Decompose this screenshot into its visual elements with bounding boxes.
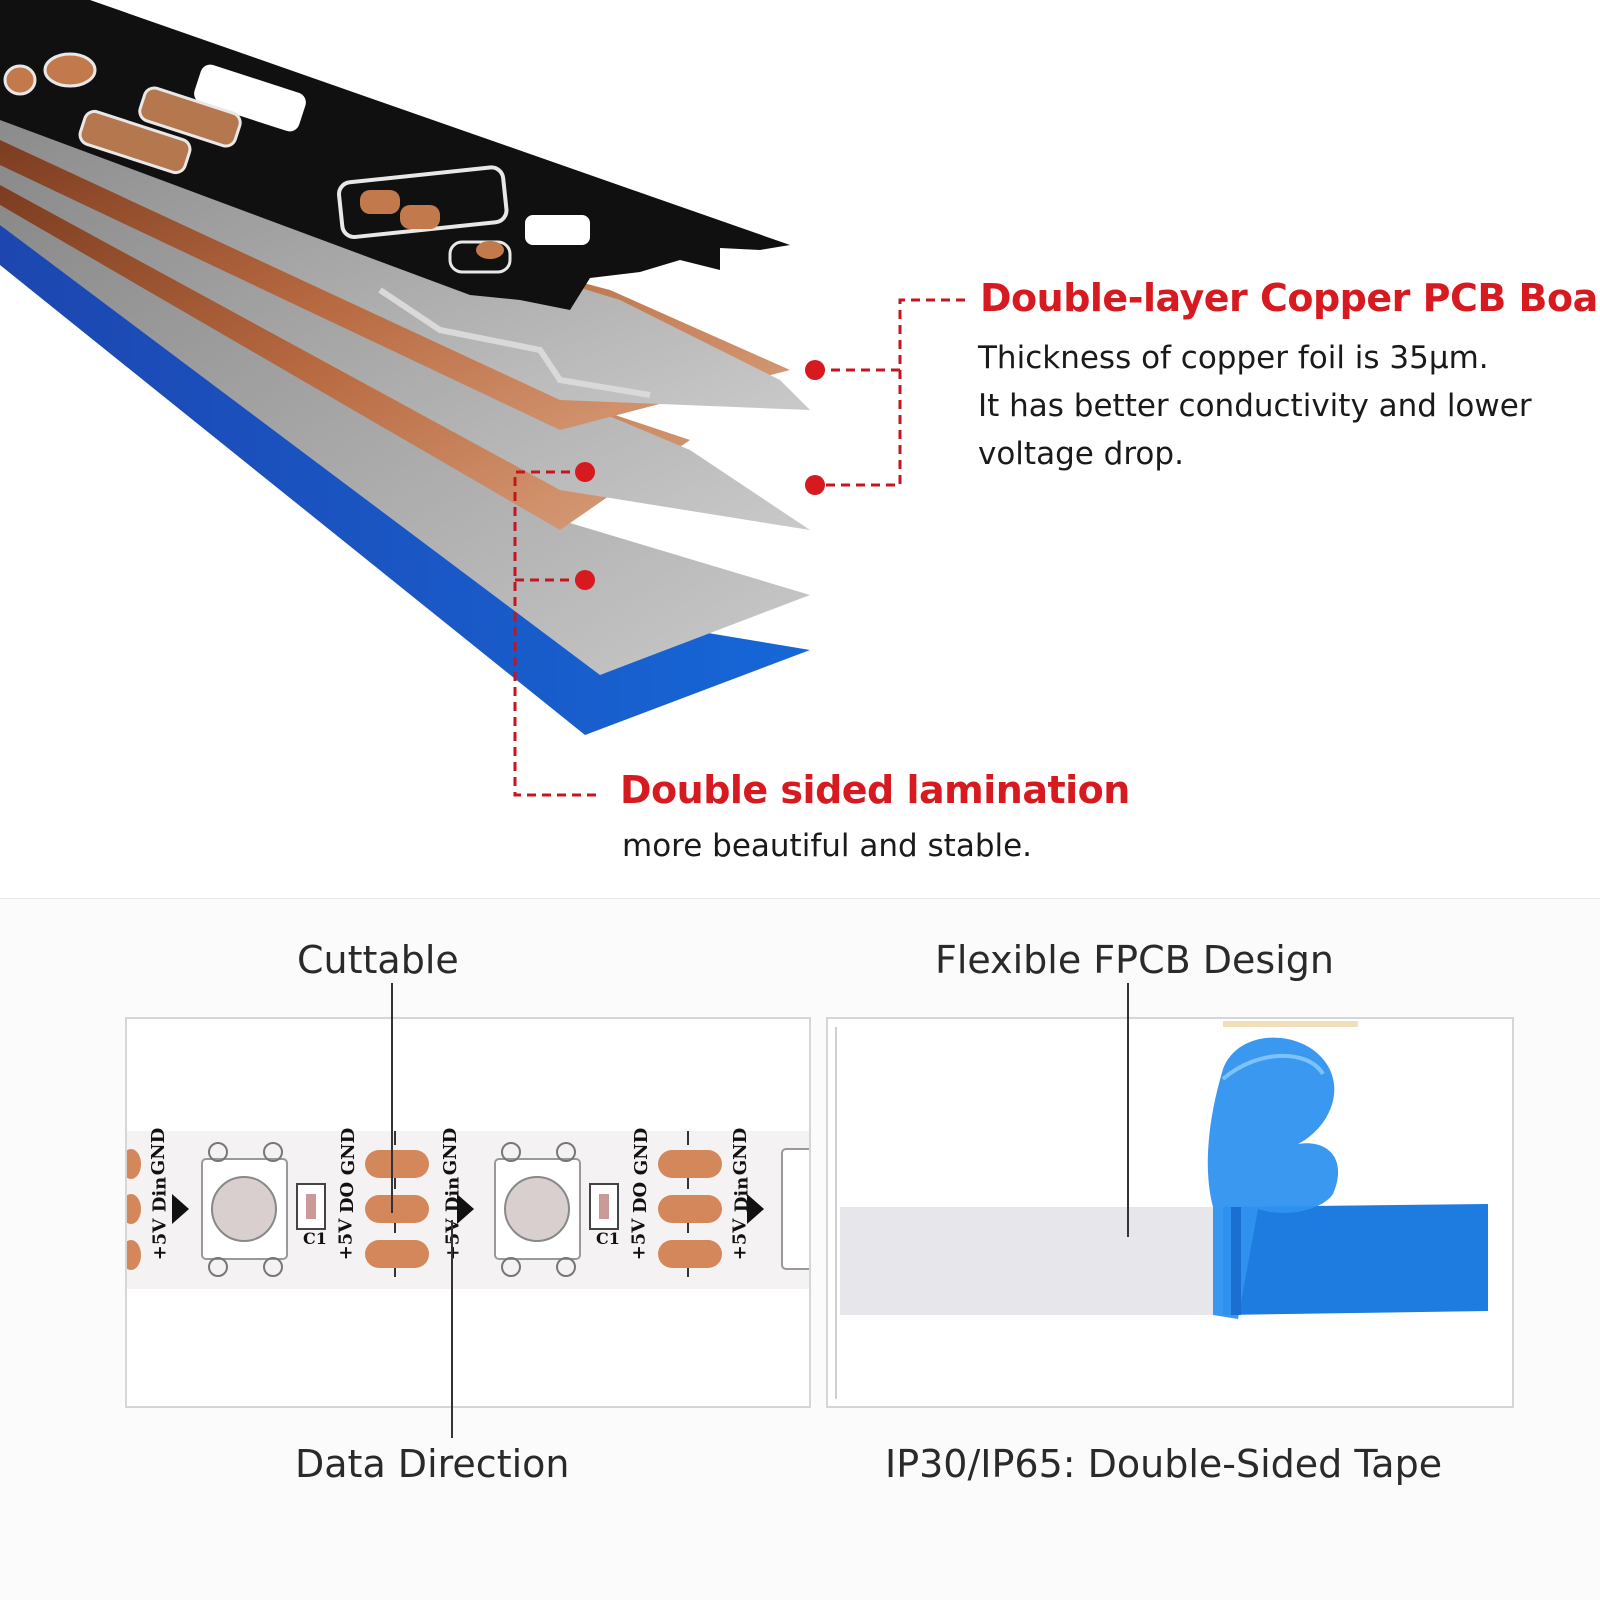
strip-mark: C1: [303, 1229, 327, 1248]
strip-mark: GND: [730, 1127, 752, 1176]
strip-mark: +5V: [729, 1218, 751, 1261]
copper-pcb-line-1: Thickness of copper foil is 35μm.: [978, 340, 1489, 376]
copper-pcb-line-3: voltage drop.: [978, 436, 1184, 472]
data-direction-leader: [451, 1220, 453, 1438]
copper-pcb-description: Thickness of copper foil is 35μm. It has…: [978, 334, 1532, 478]
copper-pcb-title: Double-layer Copper PCB Board: [980, 276, 1600, 320]
strip-mark: GND: [148, 1127, 170, 1176]
strip-mark: GND: [338, 1127, 360, 1176]
pcb-layer-illustration: [0, 0, 965, 797]
fpcb-tape-image: [835, 1021, 1488, 1399]
strip-mark: Din: [442, 1176, 464, 1213]
strip-mark: GND: [631, 1127, 653, 1176]
strip-mark: GND: [440, 1127, 462, 1176]
copper-pcb-line-2: It has better conductivity and lower: [978, 388, 1532, 424]
strip-mark: Din: [149, 1176, 171, 1213]
tape-label: IP30/IP65: Double-Sided Tape: [885, 1442, 1443, 1486]
strip-mark: DO: [630, 1181, 652, 1214]
lamination-description: more beautiful and stable.: [622, 822, 1032, 870]
fpcb-tape-panel: [826, 1017, 1514, 1408]
data-direction-arrow: [172, 1194, 189, 1224]
data-direction-label: Data Direction: [295, 1442, 570, 1486]
strip-mark: +5V: [628, 1218, 650, 1261]
lamination-line-1: more beautiful and stable.: [622, 828, 1033, 864]
fpcb-leader: [1127, 983, 1129, 1237]
data-direction-arrow: [457, 1194, 474, 1224]
black-pcb-layer: [0, 0, 790, 310]
cuttable-leader: [391, 983, 393, 1213]
cuttable-label: Cuttable: [297, 938, 459, 982]
strip-mark: +5V: [335, 1218, 357, 1261]
strip-mark: C1: [596, 1229, 620, 1248]
lamination-title: Double sided lamination: [620, 768, 1130, 812]
strip-mark: Din: [731, 1176, 753, 1213]
led-strip-image: [127, 1131, 809, 1289]
fpcb-label: Flexible FPCB Design: [935, 938, 1334, 982]
section-divider: [0, 898, 1600, 899]
led-strip-panel: +5V Din GND +5V DO GND C1 +5V Din GND +5…: [125, 1017, 811, 1408]
strip-mark: +5V: [149, 1218, 171, 1261]
data-direction-arrow: [747, 1194, 764, 1224]
strip-mark: DO: [337, 1181, 359, 1214]
